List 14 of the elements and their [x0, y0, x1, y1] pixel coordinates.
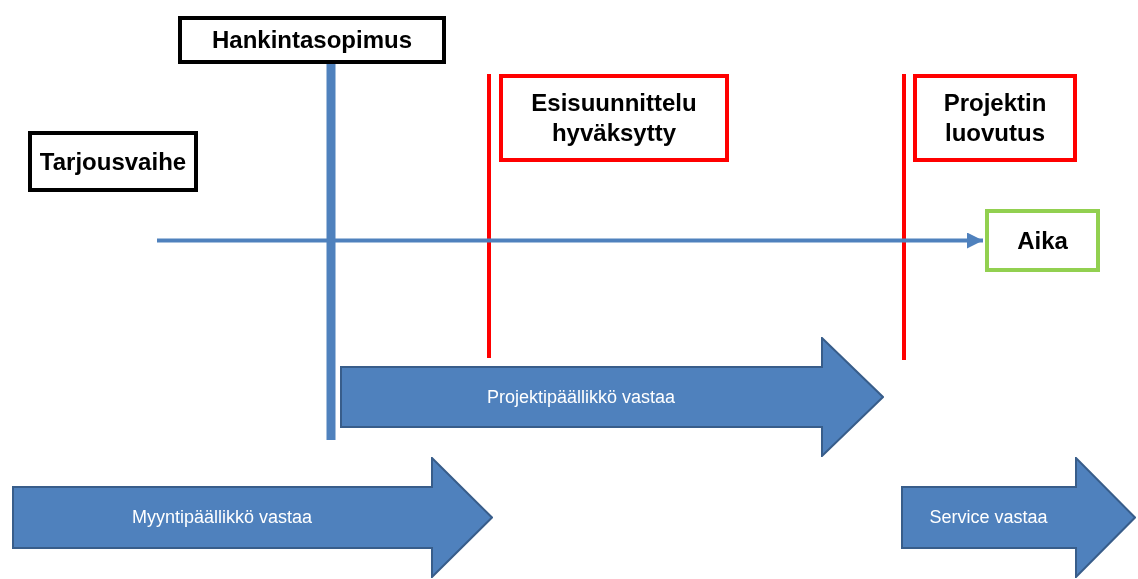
label-box: [985, 209, 1100, 272]
milestone-box: [499, 74, 729, 162]
milestone-box: [913, 74, 1077, 162]
box-label: Hankintasopimus: [211, 25, 412, 55]
label-box: [28, 131, 198, 192]
box-label: Esisuunnittelu hyväksytty: [530, 88, 698, 148]
box-label: Projektin luovutus: [942, 88, 1048, 148]
label-box: [178, 16, 446, 64]
box-label: Aika: [1017, 225, 1068, 256]
box-label: Tarjousvaihe: [39, 146, 187, 177]
time-arrow: [157, 232, 983, 249]
arrow-label: Service vastaa: [929, 507, 1048, 528]
arrow-label: Projektipäällikkö vastaa: [486, 386, 676, 408]
arrow-label: Myyntipäällikkö vastaa: [131, 507, 313, 528]
